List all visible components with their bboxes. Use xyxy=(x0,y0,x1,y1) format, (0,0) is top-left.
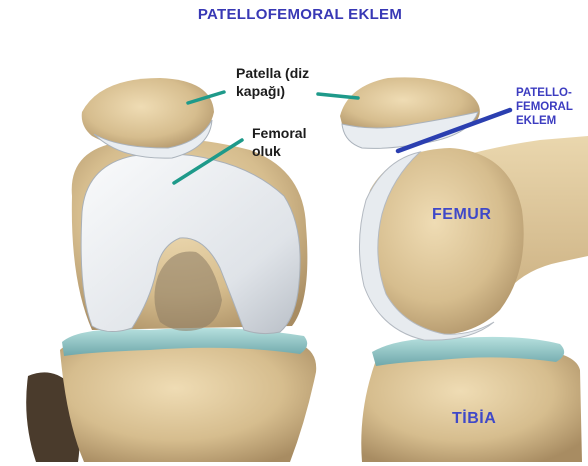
patella-leader-right xyxy=(318,94,358,98)
patellofemoral-joint-label: PATELLO- FEMORAL EKLEM xyxy=(516,86,573,128)
femoral-groove-label-line1: Femoral xyxy=(252,124,306,142)
page-title: PATELLOFEMORAL EKLEM xyxy=(170,6,430,23)
patella-label-line1: Patella (diz xyxy=(236,64,309,82)
femur-label: FEMUR xyxy=(432,206,491,224)
patella-label: Patella (diz kapağı) xyxy=(236,64,309,100)
tibia-label: TİBİA xyxy=(452,410,496,428)
femoral-groove-label-line2: oluk xyxy=(252,142,306,160)
patella-label-line2: kapağı) xyxy=(236,82,309,100)
tibia-front xyxy=(60,339,316,462)
side-view xyxy=(340,77,588,462)
femoral-groove-label: Femoral oluk xyxy=(252,124,306,160)
pf-label-line2: FEMORAL xyxy=(516,100,573,114)
pf-label-line1: PATELLO- xyxy=(516,86,573,100)
pf-label-line3: EKLEM xyxy=(516,114,573,128)
